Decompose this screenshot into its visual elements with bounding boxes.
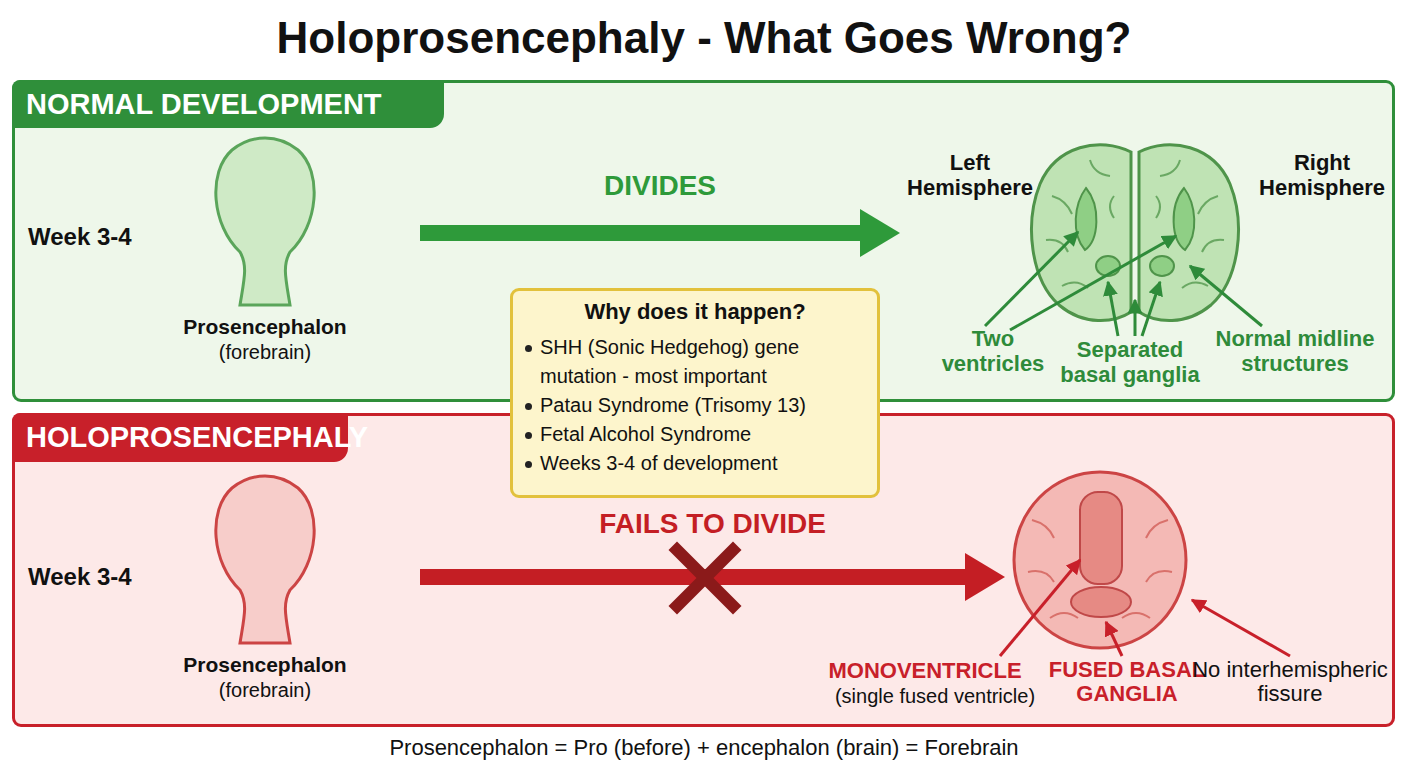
forebrain-shape [216, 138, 314, 305]
feature-callout: Two ventricles [928, 326, 1058, 376]
arrow-head [860, 209, 900, 257]
monoventricle-drawing [1080, 492, 1122, 584]
cause-item: Weeks 3-4 of development [540, 449, 870, 478]
structure-name: Prosencephalon [155, 314, 375, 339]
gyrus-line [1122, 613, 1150, 618]
feature-callout: FUSED BASAL GANGLIA [1042, 658, 1212, 706]
leader-arrow [985, 232, 1078, 326]
flow-arrow [420, 209, 900, 257]
diagram-caption: Prosencephalon = Pro (before) + encephal… [0, 734, 1408, 762]
gyrus-line [1032, 520, 1054, 538]
cause-item: Fetal Alcohol Syndrome [540, 420, 870, 449]
forebrain-shape [216, 476, 314, 643]
right-hemisphere-drawing [1139, 145, 1238, 321]
leader-arrow [1010, 236, 1176, 330]
arrow-label: DIVIDES [450, 170, 870, 202]
feature-gloss: (single fused ventricle) [805, 684, 1065, 708]
brain-node: Left Hemisphere Right HemisphereTwo ventr… [900, 140, 1395, 395]
structure-gloss: (forebrain) [155, 678, 375, 702]
leader-arrow [1134, 300, 1137, 336]
fused-brain-drawing [1014, 472, 1186, 648]
hemisphere-label: Right Hemisphere [1252, 150, 1392, 200]
leader-arrow [1142, 282, 1160, 336]
leader-arrow [1192, 600, 1290, 656]
structure-gloss: (forebrain) [155, 340, 375, 364]
bullet-dot [525, 432, 532, 439]
feature-callout: MONOVENTRICLE [805, 658, 1045, 683]
arrow-shaft [420, 569, 971, 585]
forebrain-node: Prosencephalon(forebrain) [110, 135, 420, 370]
panel-header: HOLOPROSENCEPHALY [12, 413, 348, 462]
bullet-dot [525, 461, 532, 468]
gyrus-line [1050, 613, 1078, 618]
flow-arrow [420, 553, 1005, 601]
stage-label: Week 3-4 [28, 562, 188, 591]
leader-arrow [1108, 282, 1118, 336]
brain-node: MONOVENTRICLE(single fused ventricle)FUS… [1005, 470, 1395, 715]
hemisphere-label: Left Hemisphere [900, 150, 1040, 200]
arrow-head [965, 553, 1005, 601]
cause-box: Why does it happen? SHH (Sonic Hedgehog) … [510, 288, 880, 498]
fused-basal-ganglia-drawing [1071, 587, 1131, 617]
leader-arrow [1190, 266, 1262, 326]
bullet-dot [525, 403, 532, 410]
gyrus-line [1028, 571, 1054, 582]
arrow-shaft [420, 225, 866, 241]
gyrus-line [1146, 571, 1172, 582]
feature-callout: Normal midline structures [1200, 326, 1390, 376]
leader-arrow [1000, 560, 1080, 656]
cause-item: SHH (Sonic Hedgehog) gene mutation - mos… [540, 333, 860, 391]
feature-callout: No interhemispheric fissure [1180, 658, 1400, 706]
diagram-title: Holoprosencephaly - What Goes Wrong? [0, 12, 1408, 64]
box-heading: Why does it happen? [515, 299, 875, 325]
panel-header: NORMAL DEVELOPMENT [12, 80, 444, 128]
forebrain-node: Prosencephalon(forebrain) [110, 470, 420, 705]
cause-item: Patau Syndrome (Trisomy 13) [540, 391, 870, 420]
arrow-label: FAILS TO DIVIDE [503, 508, 923, 540]
cross-mark [677, 550, 733, 606]
feature-callout: Separated basal ganglia [1050, 337, 1210, 387]
structure-name: Prosencephalon [155, 652, 375, 677]
cross-mark [677, 550, 733, 606]
bullet-dot [525, 345, 532, 352]
left-hemisphere-drawing [1032, 145, 1131, 321]
gyrus-line [1146, 520, 1168, 538]
leader-arrow [1106, 622, 1122, 656]
stage-label: Week 3-4 [28, 222, 188, 251]
